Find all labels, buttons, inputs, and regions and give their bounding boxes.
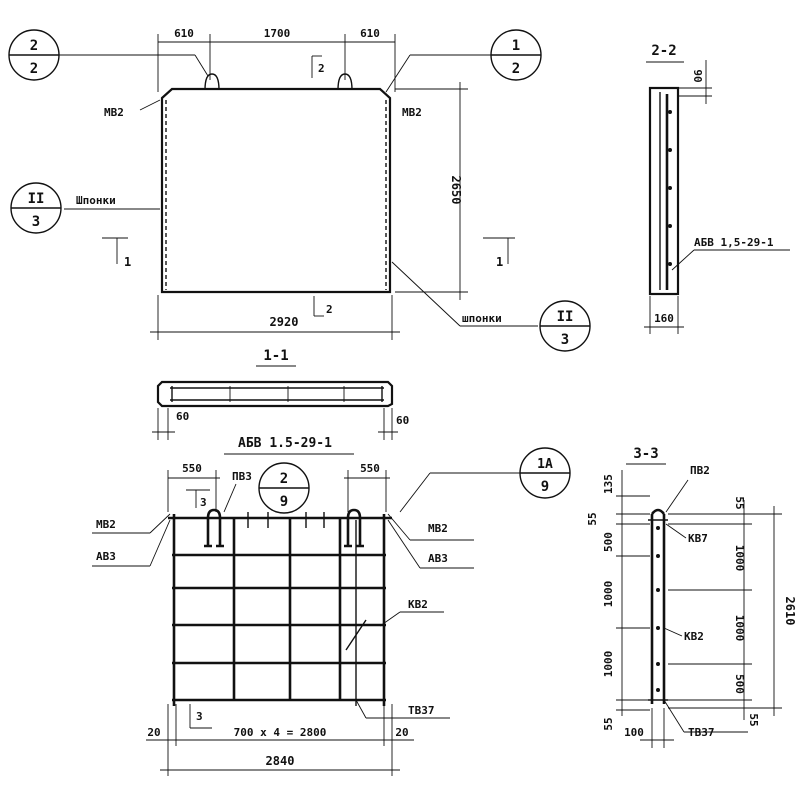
cage-pv3: ПВ3 <box>232 470 252 483</box>
section-33-d55-bottom: 55 <box>602 717 615 730</box>
cage-mb2-right: МВ2 <box>428 522 448 535</box>
callout-2-9: 2 9 <box>258 462 310 514</box>
svg-text:2: 2 <box>30 38 38 54</box>
panel-height: 2650 <box>449 176 463 205</box>
cage-tv37: ТВ37 <box>408 704 435 717</box>
callout-1-2: 1 2 <box>385 29 542 93</box>
panel-dim-right: 610 <box>360 27 380 40</box>
panel-keys-right: шпонки <box>462 312 502 325</box>
panel-outline <box>160 87 392 294</box>
section-33-d1000-b: 1000 <box>602 651 615 678</box>
cage-dim-20-right: 20 <box>395 726 408 739</box>
section-33-d100: 100 <box>624 726 644 739</box>
section-33-r55-top: 55 <box>733 496 746 509</box>
panel-cut-right: 1 <box>496 255 503 269</box>
cage-cut-top: 3 <box>200 496 207 509</box>
panel-elevation: 610 1700 610 2650 2920 2 2 1 1 <box>8 27 591 352</box>
section-1-1: 1-1 60 60 <box>152 348 409 440</box>
section-33-kv2: КВ2 <box>684 630 704 643</box>
section-33-d1000-a: 1000 <box>602 581 615 608</box>
lifting-loop-right <box>337 73 353 91</box>
svg-text:9: 9 <box>541 479 549 495</box>
section-33-pv2: ПВ2 <box>690 464 710 477</box>
section-22-title: 2-2 <box>651 43 676 59</box>
cage-dim-left: 550 <box>182 462 202 475</box>
cage-dim-total: 2840 <box>266 754 295 768</box>
panel-keys-left: Шпонки <box>76 194 116 207</box>
cage-dim-20-left: 20 <box>147 726 160 739</box>
section-22-dim-bottom: 160 <box>654 312 674 325</box>
section-3-3: 3-3 ПВ2 135 55 500 1000 1000 55 <box>586 446 797 748</box>
section-33-r1000-b: 1000 <box>733 615 746 642</box>
panel-dim-mid: 1700 <box>264 27 291 40</box>
section-11-title: 1-1 <box>263 348 288 364</box>
cage-cut-bottom: 3 <box>196 710 203 723</box>
section-33-nodes <box>656 526 660 692</box>
section-33-r500: 500 <box>733 674 746 694</box>
cage-dim-spacing: 700 х 4 = 2800 <box>234 726 327 739</box>
panel-mark-right: МВ2 <box>402 106 422 119</box>
section-33-d135: 135 <box>602 474 615 494</box>
svg-text:1А: 1А <box>537 457 553 472</box>
panel-width: 2920 <box>270 315 299 329</box>
section-33-title: 3-3 <box>633 446 658 462</box>
svg-text:II: II <box>28 191 45 207</box>
svg-text:1: 1 <box>512 38 520 54</box>
panel-cut-bottom: 2 <box>326 303 333 316</box>
svg-text:2: 2 <box>512 61 520 77</box>
callout-II-3-left: II 3 <box>10 182 62 234</box>
callout-II-3-right: II 3 <box>539 300 591 352</box>
cage-title: АБВ 1.5-29-1 <box>238 436 332 451</box>
cage-elevation: АБВ 1.5-29-1 550 550 ПВ3 3 3 <box>92 436 571 776</box>
section-22-label: АБВ 1,5-29-1 <box>694 236 774 249</box>
section-11-dim-right: 60 <box>396 414 409 427</box>
svg-text:II: II <box>557 309 574 325</box>
section-33-d55-top: 55 <box>586 512 599 525</box>
panel-dim-left: 610 <box>174 27 194 40</box>
cage-av3-left: АВ3 <box>96 550 116 563</box>
panel-cut-left: 1 <box>124 255 131 269</box>
cage-dim-right: 550 <box>360 462 380 475</box>
section-11-dim-left: 60 <box>176 410 189 423</box>
cage-hook-right <box>346 508 362 546</box>
callout-2-2: 2 2 <box>8 29 209 81</box>
section-2-2: 2-2 90 160 АБВ 1,5-29-1 <box>644 43 790 334</box>
cage-hook-left <box>206 508 222 546</box>
cage-av3-right: АВ3 <box>428 552 448 565</box>
svg-text:2: 2 <box>280 471 288 487</box>
panel-mark-left: МВ2 <box>104 106 124 119</box>
cage-mb2-left: МВ2 <box>96 518 116 531</box>
section-33-total: 2610 <box>783 597 797 626</box>
svg-text:3: 3 <box>32 214 40 230</box>
svg-text:3: 3 <box>561 332 569 348</box>
section-22-ties <box>668 110 672 266</box>
svg-text:9: 9 <box>280 494 288 510</box>
lifting-loop-left <box>204 73 220 91</box>
section-33-kv7: КВ7 <box>688 532 708 545</box>
section-33-r55-bottom: 55 <box>747 713 760 726</box>
panel-cut-top: 2 <box>318 62 325 75</box>
cage-kv2: КВ2 <box>408 598 428 611</box>
section-22-dim-top: 90 <box>691 69 704 82</box>
section-33-d500-top: 500 <box>602 532 615 552</box>
callout-1A-9: 1А 9 <box>399 447 571 513</box>
section-33-tv37: ТВ37 <box>688 726 715 739</box>
section-33-r1000-a: 1000 <box>733 545 746 572</box>
svg-text:2: 2 <box>30 61 38 77</box>
